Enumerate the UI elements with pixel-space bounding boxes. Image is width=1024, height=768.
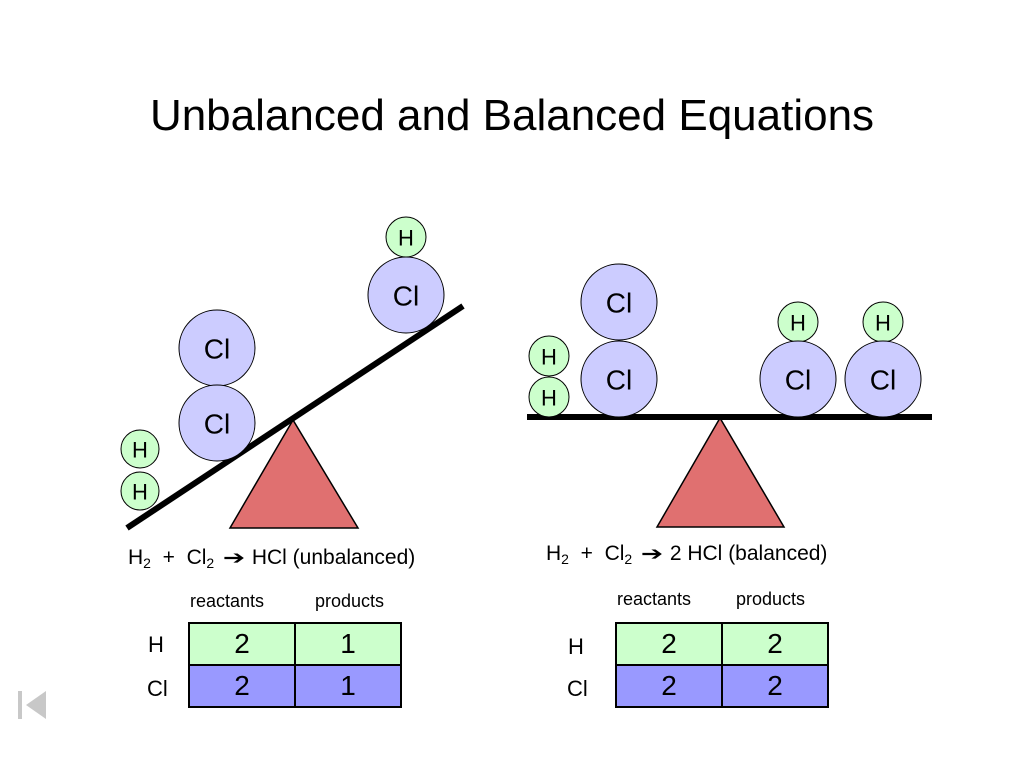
- svg-text:Cl: Cl: [785, 365, 811, 396]
- svg-text:Cl: Cl: [204, 334, 230, 365]
- atom-cl: Cl: [580, 263, 658, 341]
- table-row: 2 2: [615, 664, 829, 708]
- subscript: 2: [561, 551, 569, 567]
- atom-h: H: [385, 216, 427, 258]
- column-header-reactants: reactants: [190, 591, 265, 611]
- atom-cl: Cl: [178, 384, 256, 462]
- beam-unbalanced: [125, 303, 465, 531]
- atom-count-table-balanced: 2 2 2 2: [615, 622, 829, 708]
- column-header-reactants: reactants: [617, 589, 692, 609]
- svg-text:Cl: Cl: [606, 365, 632, 396]
- subscript: 2: [206, 555, 215, 571]
- table-cell: 2: [721, 664, 829, 708]
- column-header-products: products: [315, 591, 385, 611]
- fulcrum-unbalanced: [228, 418, 360, 529]
- svg-text:H: H: [132, 438, 148, 463]
- svg-text:H: H: [790, 311, 806, 336]
- table-cell: 1: [294, 622, 402, 666]
- atom-h: H: [862, 301, 904, 343]
- svg-text:H: H: [132, 480, 148, 505]
- table-row: 2 1: [188, 622, 402, 666]
- table-cell: 2: [188, 622, 296, 666]
- table-row: 2 1: [188, 664, 402, 708]
- arrow-icon: ➔: [222, 548, 246, 569]
- svg-text:H: H: [541, 345, 557, 370]
- reactant-cl2: Cl: [604, 542, 625, 565]
- svg-text:H: H: [875, 311, 891, 336]
- fulcrum-balanced: [655, 416, 786, 528]
- svg-text:Cl: Cl: [606, 288, 632, 319]
- atom-h: H: [528, 376, 570, 418]
- atom-cl: Cl: [178, 309, 256, 387]
- row-label-h: H: [148, 632, 164, 657]
- atom-h: H: [777, 301, 819, 343]
- atom-count-table-unbalanced: 2 1 2 1: [188, 622, 402, 708]
- equation-unbalanced: H2 + Cl2 ➔ HCl (unbalanced): [128, 546, 415, 571]
- svg-text:H: H: [398, 226, 414, 251]
- svg-text:Cl: Cl: [204, 409, 230, 440]
- svg-text:Cl: Cl: [393, 281, 419, 312]
- table-cell: 2: [615, 664, 723, 708]
- skip-to-start-icon[interactable]: [12, 688, 52, 722]
- product-hcl: 2 HCl: [669, 542, 723, 565]
- subscript: 2: [624, 551, 633, 567]
- atom-h: H: [120, 429, 160, 469]
- table-row: 2 2: [615, 622, 829, 666]
- svg-text:Cl: Cl: [870, 365, 896, 396]
- plus-sign: +: [162, 546, 175, 569]
- balanced-scale: H H Cl Cl H Cl: [527, 263, 932, 528]
- table-cell: 2: [721, 622, 829, 666]
- reactant-h2: H: [546, 542, 562, 565]
- equation-note: (balanced): [728, 542, 828, 565]
- unbalanced-scale: H H Cl Cl H Cl: [120, 216, 465, 531]
- atom-cl: Cl: [759, 340, 837, 418]
- row-label-cl: Cl: [567, 676, 588, 701]
- atom-h: H: [528, 335, 570, 377]
- table-cell: 1: [294, 664, 402, 708]
- atom-cl: Cl: [844, 340, 922, 418]
- equation-note: (unbalanced): [292, 546, 416, 569]
- svg-text:H: H: [541, 386, 557, 411]
- arrow-icon: ➔: [640, 544, 664, 565]
- atom-cl: Cl: [580, 340, 658, 418]
- row-label-h: H: [568, 634, 584, 659]
- subscript: 2: [143, 555, 151, 571]
- page-title: Unbalanced and Balanced Equations: [149, 91, 875, 140]
- column-header-products: products: [736, 589, 806, 609]
- equation-balanced: H2 + Cl2 ➔ 2 HCl (balanced): [546, 542, 827, 567]
- table-cell: 2: [615, 622, 723, 666]
- atom-h: H: [120, 471, 160, 511]
- reactant-cl2: Cl: [186, 546, 207, 569]
- plus-sign: +: [580, 542, 593, 565]
- reactant-h2: H: [128, 546, 144, 569]
- product-hcl: HCl: [251, 546, 287, 569]
- table-cell: 2: [188, 664, 296, 708]
- atom-cl: Cl: [367, 256, 445, 334]
- row-label-cl: Cl: [147, 676, 168, 701]
